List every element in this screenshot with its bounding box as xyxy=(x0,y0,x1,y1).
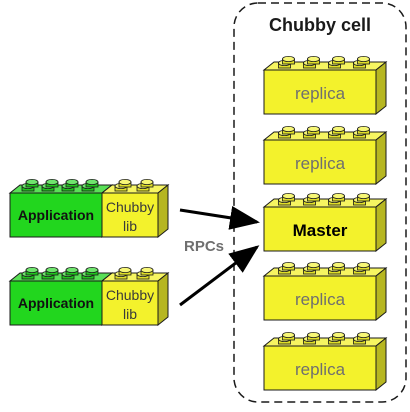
replica-server-5-front-face xyxy=(263,345,377,391)
replica-server-1-stud-top xyxy=(282,56,295,63)
master-server-label: Master xyxy=(293,221,348,240)
replica-server-1-label: replica xyxy=(295,84,346,103)
replica-server-4-side-face xyxy=(375,266,387,322)
replica-server-2-stud-top xyxy=(357,126,370,133)
replica-server-2-stud-top xyxy=(332,126,345,133)
client-1: Application Chubby lib xyxy=(8,178,170,239)
replica-server-2-stud-top xyxy=(282,126,295,133)
replica-server-1-side-face xyxy=(375,60,387,116)
client-2-application-brick-stud-top xyxy=(25,266,39,273)
client-2-chubby-lib-brick-front-face xyxy=(101,280,159,326)
client-1-application-brick-front-face xyxy=(9,192,103,238)
replica-server-2-front-face xyxy=(263,139,377,185)
client-2-application-label: Application xyxy=(18,295,94,311)
replica-server-5: replica xyxy=(262,331,388,392)
replica-server-5-label: replica xyxy=(295,360,346,379)
rpc-arrow-lower xyxy=(179,245,260,307)
replica-server-4-stud-top xyxy=(357,261,370,268)
replica-server-4-front-face xyxy=(263,275,377,321)
client-1-application-brick-stud-top xyxy=(65,178,79,185)
replica-server-1-stud-top xyxy=(307,56,320,63)
replica-server-5-side-face xyxy=(375,336,387,392)
replica-server-4-label: replica xyxy=(295,290,346,309)
client-2-application-brick-front-face xyxy=(9,280,103,326)
replica-server-1: replica xyxy=(262,56,388,116)
master-server-stud-top xyxy=(282,192,295,199)
replica-server-4: replica xyxy=(262,261,388,322)
replica-server-1-front-face xyxy=(263,69,377,115)
client-2-application-brick-stud-top xyxy=(65,266,79,273)
master-server: Master xyxy=(262,192,388,253)
master-server-stud-top xyxy=(307,192,320,199)
replica-server-5-stud-top xyxy=(307,331,320,338)
client-2-lib-label-line2: lib xyxy=(123,306,137,322)
client-1-application-brick-stud-top xyxy=(45,178,59,185)
master-server-side-face xyxy=(375,197,387,253)
client-1-application-brick xyxy=(8,178,114,239)
client-1-lib-label-line1: Chubby xyxy=(106,199,154,215)
replica-server-5-stud-top xyxy=(332,331,345,338)
chubby-cell-boundary xyxy=(233,2,407,403)
replica-server-5-stud-top xyxy=(282,331,295,338)
client-2-application-brick-stud-top xyxy=(45,266,59,273)
replica-server-1-stud-top xyxy=(357,56,370,63)
client-1-chubby-lib-brick-top-face xyxy=(100,184,170,194)
replica-server-2: replica xyxy=(262,126,388,186)
rpc-arrow-upper xyxy=(179,205,260,230)
client-2-chubby-lib-brick-stud-top xyxy=(140,266,154,273)
replica-server-2-label: replica xyxy=(295,154,346,173)
replica-server-4-stud-top xyxy=(282,261,295,268)
client-2-chubby-lib-brick-stud-top xyxy=(118,266,132,273)
client-2-chubby-lib-brick-top-face xyxy=(100,272,170,282)
client-2-chubby-lib-brick xyxy=(100,266,170,327)
client-2: Application Chubby lib xyxy=(8,266,170,327)
client-1-chubby-lib-brick-stud-top xyxy=(140,178,154,185)
replica-server-4-stud-top xyxy=(307,261,320,268)
client-1-application-brick-stud-top xyxy=(85,178,99,185)
chubby-cell-title: Chubby cell xyxy=(269,15,371,35)
client-1-chubby-lib-brick-side-face xyxy=(157,183,169,239)
client-1-chubby-lib-brick xyxy=(100,178,170,239)
replica-server-4-stud-top xyxy=(332,261,345,268)
master-server-stud-top xyxy=(357,192,370,199)
replica-server-2-side-face xyxy=(375,130,387,186)
rpcs-label: RPCs xyxy=(184,238,224,255)
replica-server-2-stud-top xyxy=(307,126,320,133)
client-2-chubby-lib-brick-side-face xyxy=(157,271,169,327)
client-1-chubby-lib-brick-front-face xyxy=(101,192,159,238)
client-2-lib-label-line1: Chubby xyxy=(106,287,154,303)
client-1-lib-label-line2: lib xyxy=(123,218,137,234)
replica-server-5-stud-top xyxy=(357,331,370,338)
client-2-application-brick-stud-top xyxy=(85,266,99,273)
master-server-front-face xyxy=(263,206,377,252)
replica-server-1-stud-top xyxy=(332,56,345,63)
master-server-stud-top xyxy=(332,192,345,199)
client-1-chubby-lib-brick-stud-top xyxy=(118,178,132,185)
client-1-application-brick-stud-top xyxy=(25,178,39,185)
client-1-application-label: Application xyxy=(18,207,94,223)
